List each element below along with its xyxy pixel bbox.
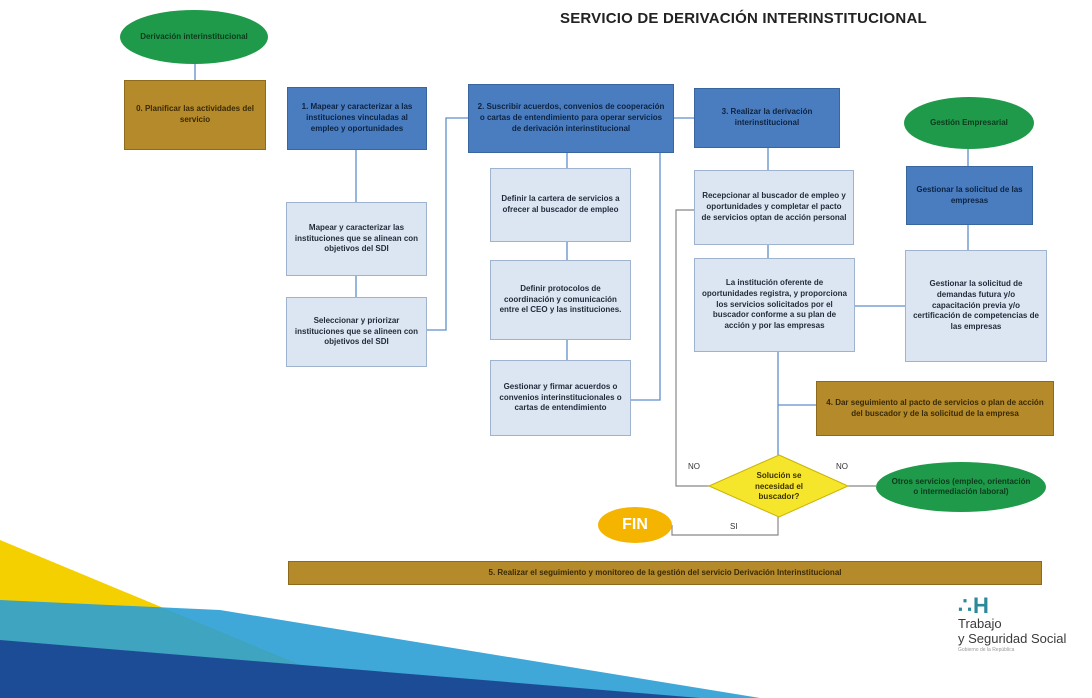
connector-step2c-step3 [631, 117, 694, 401]
step2b-box: Definir protocolos de coordinación y com… [490, 260, 631, 340]
label-no-left: NO [688, 462, 700, 471]
step1b-box: Seleccionar y priorizar instituciones qu… [286, 297, 427, 367]
start-node: Derivación interinstitucional [120, 10, 268, 64]
step5-box: 5. Realizar el seguimiento y monitoreo d… [288, 561, 1042, 585]
gestion-b-box: Gestionar la solicitud de demandas futur… [905, 250, 1047, 362]
logo-line1: Trabajo [958, 616, 1002, 631]
step3b-box: La institución oferente de oportunidades… [694, 258, 855, 352]
step4-box: 4. Dar seguimiento al pacto de servicios… [816, 381, 1054, 436]
page-title: SERVICIO DE DERIVACIÓN INTERINSTITUCIONA… [560, 10, 927, 27]
label-si: SI [730, 522, 738, 531]
connector-decision-si-fin [671, 516, 779, 536]
step1-box: 1. Mapear y caracterizar a las instituci… [287, 87, 427, 150]
corner-dark-blue-shape [0, 640, 700, 698]
logo-subtext: Gobierno de la República [958, 646, 1015, 653]
logo-line2: y Seguridad Social [958, 630, 1067, 646]
step3a-box: Recepcionar al buscador de empleo y opor… [694, 170, 854, 245]
label-no-right: NO [836, 462, 848, 471]
connector-step1b-step2 [426, 117, 468, 331]
ministry-logo: ∴H Trabajo y Seguridad Social Gobierno d… [958, 595, 1066, 653]
step2-box: 2. Suscribir acuerdos, convenios de coop… [468, 84, 674, 153]
step1a-box: Mapear y caracterizar las instituciones … [286, 202, 427, 276]
gestion-node: Gestión Empresarial [904, 97, 1034, 149]
gestion-a-box: Gestionar la solicitud de las empresas [906, 166, 1033, 225]
step2a-box: Definir la cartera de servicios a ofrece… [490, 168, 631, 242]
step3-box: 3. Realizar la derivación interinstituci… [694, 88, 840, 148]
logo-mark: ∴H [958, 593, 990, 618]
step2c-box: Gestionar y firmar acuerdos o convenios … [490, 360, 631, 436]
otros-servicios-node: Otros servicios (empleo, orientación o i… [876, 462, 1046, 512]
fin-node: FIN [598, 507, 672, 543]
decision-text: Solución se necesidad el buscador? [754, 470, 804, 502]
decision-diamond-shape [707, 454, 850, 518]
connector-decision-no-loop [675, 209, 709, 487]
step0-box: 0. Planificar las actividades del servic… [124, 80, 266, 150]
